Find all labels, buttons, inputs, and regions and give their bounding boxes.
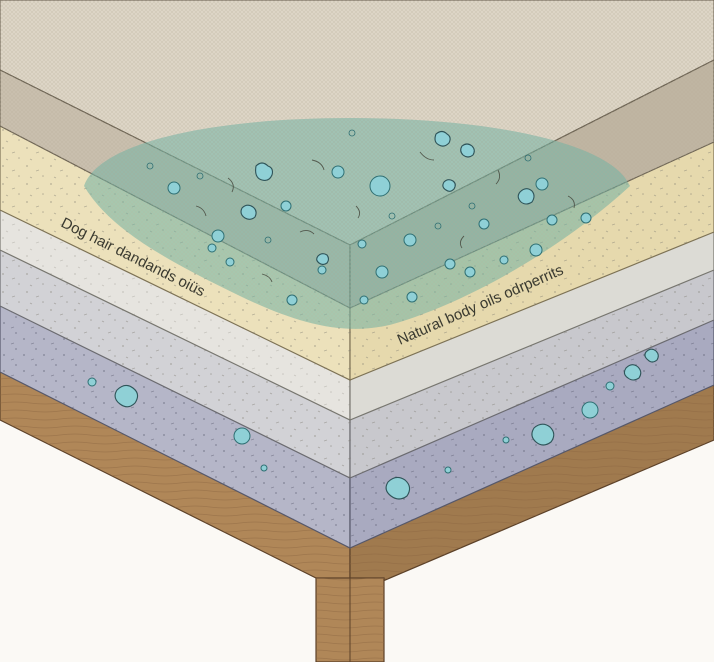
contamination-zone bbox=[84, 118, 630, 329]
white-transition-layer bbox=[0, 203, 714, 421]
droplet-icon bbox=[87, 165, 615, 474]
hair-strands bbox=[195, 151, 575, 283]
base-foam-layer bbox=[0, 289, 714, 549]
dander-clump-icon bbox=[114, 130, 659, 500]
wood-bed-frame bbox=[0, 369, 714, 662]
